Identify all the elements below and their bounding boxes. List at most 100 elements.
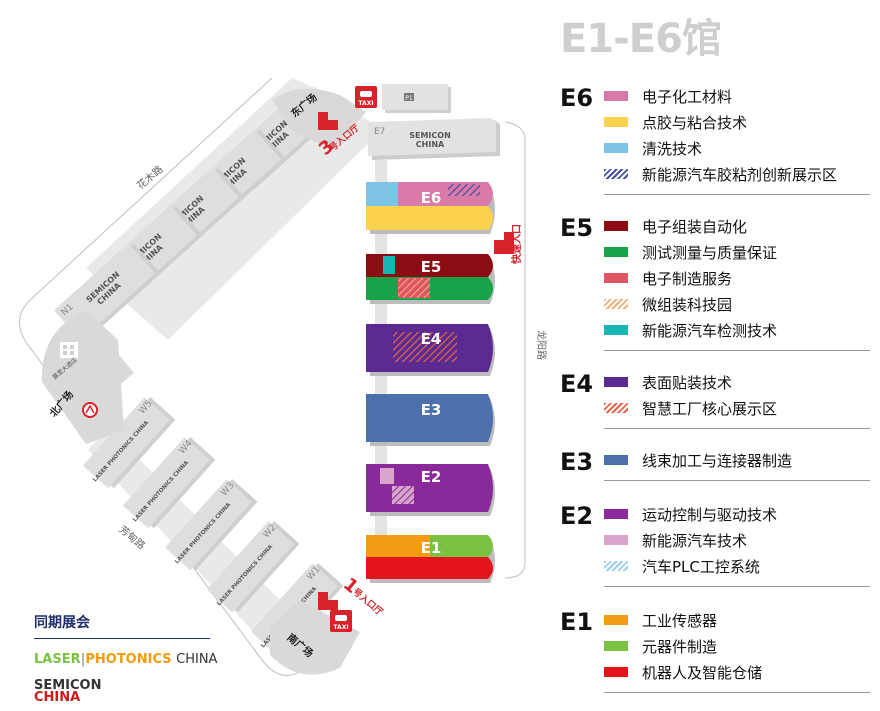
legend-hall-code: E1 xyxy=(560,608,594,636)
concurrent-section: 同期展会 xyxy=(34,612,210,639)
legend-item: 测试测量与质量保证 xyxy=(604,242,777,262)
hall-e7: E7 SEMICON CHINA xyxy=(368,118,500,160)
legend-label: 测试测量与质量保证 xyxy=(642,243,778,262)
legend-item: 元器件制造 xyxy=(604,636,717,656)
legend-swatch xyxy=(604,117,628,127)
legend-swatch xyxy=(604,221,628,231)
legend-swatch xyxy=(604,273,628,283)
legend-group-e3: E3 线束加工与连接器制造 xyxy=(560,448,870,484)
legend-label: 清洗技术 xyxy=(642,139,703,158)
entrance-1-icon xyxy=(318,592,338,610)
concurrent-title: 同期展会 xyxy=(34,615,90,631)
legend-item: 工业传感器 xyxy=(604,610,717,630)
legend-label: 工业传感器 xyxy=(642,611,718,630)
legend-swatch xyxy=(604,169,628,179)
hotel-icon xyxy=(60,342,78,358)
legend-divider xyxy=(604,586,870,587)
legend-item: 运动控制与驱动技术 xyxy=(604,504,777,524)
legend-divider xyxy=(604,480,870,481)
legend-label: 汽车PLC工控系统 xyxy=(642,557,760,576)
express-entrance-icon xyxy=(494,232,514,254)
page-title: E1-E6馆 xyxy=(560,16,722,62)
zone-e5-assembly-automation xyxy=(366,254,493,277)
hall-e7-logo-bottom: CHINA xyxy=(416,140,445,149)
legend-item: 表面贴装技术 xyxy=(604,372,732,392)
legend-label: 表面贴装技术 xyxy=(642,373,733,392)
venue-map: N5SEMICONCHINAN4SEMICONCHINAN3SEMICONCHI… xyxy=(18,77,548,677)
zone-e1-robots xyxy=(366,557,493,579)
hall-e1: E1 xyxy=(366,535,495,583)
legend-item: 新能源汽车胶粘剂创新展示区 xyxy=(604,164,837,184)
entrance-1-label: 号入口厅 xyxy=(350,586,385,618)
legend-swatch xyxy=(604,455,628,465)
legend-label: 点胶与粘合技术 xyxy=(642,113,748,132)
hall-body xyxy=(122,437,210,529)
p1-label: P1 xyxy=(405,95,413,102)
p1-building: P1 xyxy=(382,84,451,113)
legend-swatch xyxy=(604,403,628,413)
hall-e7-logo-top: SEMICON xyxy=(409,131,451,140)
hall-e7-code: E7 xyxy=(374,127,385,137)
legend-item: 点胶与粘合技术 xyxy=(604,112,747,132)
road-longyang: 龙阳路 xyxy=(535,330,548,360)
legend-item: 线束加工与连接器制造 xyxy=(604,450,792,470)
legend-label: 智慧工厂核心展示区 xyxy=(642,399,778,418)
legend-item: 清洗技术 xyxy=(604,138,702,158)
legend-hall-code: E3 xyxy=(560,448,594,476)
svg-text:TAXI: TAXI xyxy=(358,100,373,107)
legend-swatch xyxy=(604,299,628,309)
legend-swatch xyxy=(604,247,628,257)
hall-e3-code: E3 xyxy=(421,401,442,419)
legend-swatch xyxy=(604,667,628,677)
hall-e4: E4 xyxy=(366,324,495,376)
legend-label: 元器件制造 xyxy=(642,637,718,656)
hall-e6: E6 xyxy=(366,182,495,234)
hall-e4-code: E4 xyxy=(421,330,442,348)
zone-e2-auto-plc xyxy=(392,486,414,504)
hall-e2: E2 xyxy=(366,464,495,516)
legend-divider xyxy=(604,428,870,429)
legend-item: 新能源汽车检测技术 xyxy=(604,320,777,340)
legend-item: 微组装科技园 xyxy=(604,294,732,314)
zone-e5-ems xyxy=(398,278,430,298)
hall-body xyxy=(164,479,252,571)
hall-e5-code: E5 xyxy=(421,258,442,276)
legend-group-e2: E2 运动控制与驱动技术新能源汽车技术汽车PLC工控系统 xyxy=(560,502,870,590)
road-fangdian: 芳甸路 xyxy=(117,523,148,552)
legend-swatch xyxy=(604,615,628,625)
zone-e6-nev-adhesive xyxy=(448,184,480,196)
legend-item: 电子化工材料 xyxy=(604,86,732,106)
hall-e1-code: E1 xyxy=(421,539,442,557)
zone-e4-smart-factory xyxy=(393,332,457,362)
legend-label: 新能源汽车技术 xyxy=(642,531,748,550)
hall-e5: E5 xyxy=(366,254,495,304)
legend-item: 电子组装自动化 xyxy=(604,216,747,236)
semicon-china-logo: SEMICON CHINA xyxy=(34,678,102,705)
hall-body xyxy=(82,397,170,489)
east-plaza-area: 东广场 3 号入口厅 TAXI xyxy=(272,86,377,160)
zone-e6-dispensing xyxy=(366,206,493,230)
north-plaza-area: 嘉里大酒店 北广场 xyxy=(41,310,134,444)
legend-swatch xyxy=(604,535,628,545)
legend-divider xyxy=(604,692,870,693)
zone-e1-sensors xyxy=(366,535,430,557)
express-entrance-label: 快速入口 xyxy=(510,224,523,265)
legend-item: 汽车PLC工控系统 xyxy=(604,556,760,576)
legend-label: 电子化工材料 xyxy=(642,87,733,106)
concurrent-divider xyxy=(34,638,210,639)
legend-label: 电子制造服务 xyxy=(642,269,733,288)
legend-label: 电子组装自动化 xyxy=(642,217,748,236)
metro-icon xyxy=(82,402,98,418)
express-entrance: 快速入口 xyxy=(494,224,523,265)
svg-text:TAXI: TAXI xyxy=(333,624,348,631)
legend-swatch xyxy=(604,143,628,153)
legend-hall-code: E2 xyxy=(560,502,594,530)
legend-item: 智慧工厂核心展示区 xyxy=(604,398,777,418)
legend-divider xyxy=(604,350,870,351)
legend-swatch xyxy=(604,377,628,387)
